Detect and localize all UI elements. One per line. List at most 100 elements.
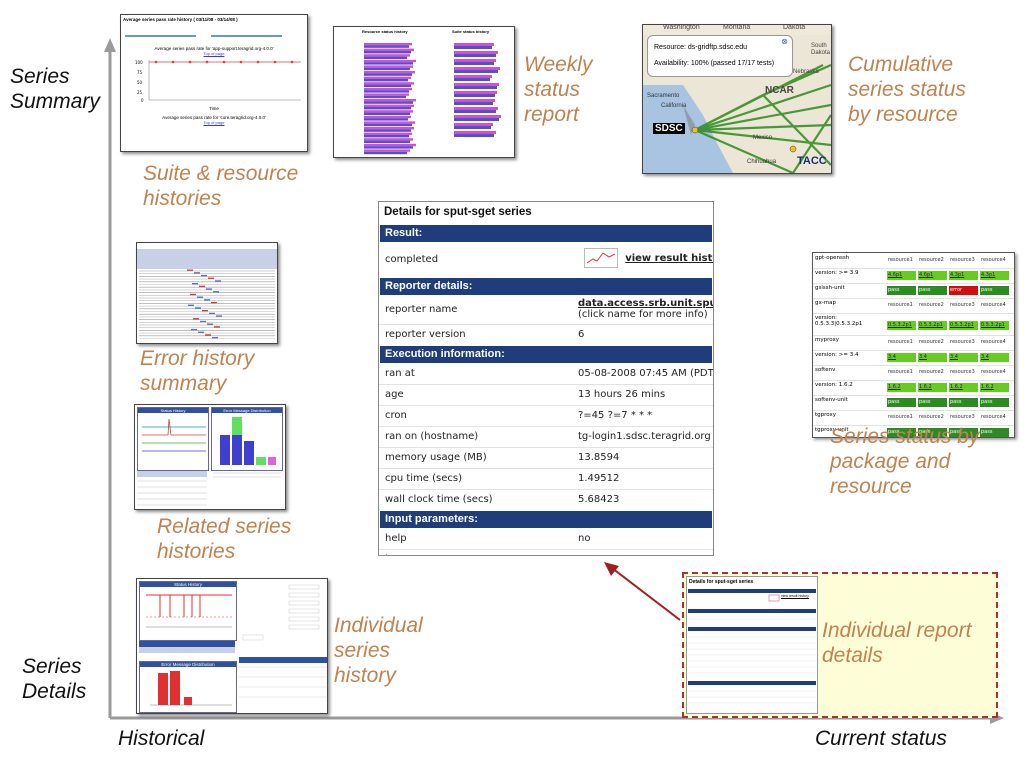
top-of-page-link[interactable]: Top of page	[203, 120, 225, 125]
status-cell[interactable]: 0.5.3.2p1	[949, 321, 978, 330]
status-cell[interactable]: 4.6p1	[918, 271, 947, 280]
status-row-label: version: 1.6.2	[815, 382, 853, 388]
status-cell[interactable]: pass	[980, 286, 1009, 295]
section-input: Input parameters:	[380, 511, 712, 528]
execution-row: cron?=45 ?=7 * * *	[379, 405, 713, 426]
individual-summary-table	[139, 641, 235, 653]
reporter-version-row: reporter version 6	[379, 324, 713, 345]
status-cell[interactable]: pass	[887, 428, 916, 437]
weekly-bar	[364, 149, 410, 152]
weekly-bar	[364, 48, 414, 51]
input-key: log	[385, 554, 400, 555]
top-of-page-link[interactable]: Top of page	[203, 51, 225, 56]
map-label-dakota-2: Dakota	[811, 50, 831, 56]
status-cell[interactable]: 1.6.2	[918, 383, 947, 392]
status-cell[interactable]: pass	[887, 398, 916, 407]
status-cell[interactable]: 3.4	[887, 353, 916, 362]
weekly-bar	[364, 99, 416, 102]
status-cell[interactable]: 3.4	[918, 353, 947, 362]
trend-icon	[584, 248, 618, 268]
reporter-version-value: 6	[578, 329, 585, 340]
status-cell[interactable]: 3.4	[949, 353, 978, 362]
map-label-washington: Washington	[663, 24, 700, 31]
weekly-status-thumbnail[interactable]: Resource status history Suite status his…	[333, 26, 515, 158]
resource-map-thumbnail[interactable]: Washington Montana Dakota South Dakota N…	[642, 24, 832, 174]
mini-report-link[interactable]: view result history	[781, 594, 809, 598]
status-row-label: version: >= 3.4	[815, 352, 859, 358]
weekly-bar	[364, 43, 412, 46]
error-history-mark	[214, 326, 220, 328]
reporter-name-link[interactable]: data.access.srb.unit.sput_sget	[578, 298, 713, 309]
suite-history-thumbnail[interactable]: Average series pass rate history ( 03/11…	[120, 14, 308, 152]
status-cell[interactable]: pass	[949, 398, 978, 407]
weekly-bar	[364, 54, 410, 57]
caption-line: series	[334, 639, 391, 662]
resource-header: resource1	[888, 257, 913, 263]
weekly-bar	[454, 107, 498, 110]
weekly-bar	[364, 146, 413, 149]
label-line: Summary	[10, 90, 100, 113]
status-cell[interactable]: pass	[918, 286, 947, 295]
status-cell[interactable]: 1.6.2	[980, 383, 1009, 392]
error-history-mark	[209, 312, 215, 315]
error-history-thumbnail[interactable]	[136, 242, 278, 344]
individual-history-thumbnail[interactable]: Status History Error Message Distributio…	[136, 578, 328, 714]
ncar-label: NCAR	[765, 85, 794, 96]
weekly-bar	[454, 62, 494, 65]
status-cell[interactable]: pass	[918, 428, 947, 437]
weekly-bar	[364, 90, 409, 93]
label-line: Series	[22, 655, 82, 678]
error-history-mark	[201, 274, 207, 277]
map-label-south: South	[811, 43, 827, 49]
status-cell[interactable]: error	[949, 286, 978, 295]
weekly-bars	[364, 43, 501, 155]
status-cell[interactable]: pass	[949, 428, 978, 437]
status-cell[interactable]: pass	[980, 428, 1009, 437]
weekly-bar	[364, 118, 408, 121]
map-popup-close[interactable]: ⊗	[781, 37, 788, 46]
weekly-bar	[364, 51, 411, 54]
status-cell[interactable]: pass	[887, 286, 916, 295]
status-cell[interactable]: 4.3p1	[949, 271, 978, 280]
weekly-bar	[364, 62, 413, 65]
reporter-version-key: reporter version	[385, 329, 466, 340]
caption-line: Suite & resource	[143, 162, 299, 185]
caption-line: histories	[157, 540, 236, 563]
error-history-mark	[212, 337, 218, 339]
resource-header: resource2	[919, 414, 944, 420]
individual-report-thumbnail[interactable]: Details for sput-sget series view result…	[682, 572, 998, 718]
map-label-dakota: Dakota	[783, 24, 806, 31]
status-cell[interactable]: 1.6.2	[949, 383, 978, 392]
status-cell[interactable]: pass	[918, 398, 947, 407]
caption-error-history: Error history summary	[140, 346, 254, 396]
status-cell[interactable]: 0.5.3.2p1	[918, 321, 947, 330]
view-result-history-link[interactable]: view result history	[625, 253, 713, 264]
suite-history-subtitle-2: Average series pass rate for 'core.terag…	[162, 115, 266, 120]
status-cell[interactable]: 3.4	[980, 353, 1009, 362]
status-cell[interactable]: 0.5.3.2p1	[980, 321, 1009, 330]
individual-form	[239, 584, 327, 698]
caption-related: Related series histories	[157, 514, 291, 564]
map-label-chihuahua: Chihuahua	[747, 159, 777, 165]
individual-error-distribution-title: Error Message Distribution	[140, 662, 236, 667]
weekly-bar	[364, 138, 413, 141]
status-cell[interactable]: 0.5.3.2p1	[887, 321, 916, 330]
status-cell[interactable]: pass	[980, 398, 1009, 407]
related-series-thumbnail[interactable]: Status History Error Message Distributio…	[134, 404, 286, 510]
exec-key: memory usage (MB)	[385, 452, 487, 463]
view-result-history[interactable]: view result history	[584, 248, 713, 268]
weekly-bar	[454, 83, 499, 86]
status-cell[interactable]: 4.3p1	[980, 271, 1009, 280]
weekly-bar	[454, 115, 501, 118]
status-cell[interactable]: 4.6p1	[887, 271, 916, 280]
svg-text:25: 25	[137, 90, 143, 95]
weekly-bar	[364, 79, 408, 82]
weekly-bar	[364, 112, 410, 115]
status-cell[interactable]: 1.6.2	[887, 383, 916, 392]
